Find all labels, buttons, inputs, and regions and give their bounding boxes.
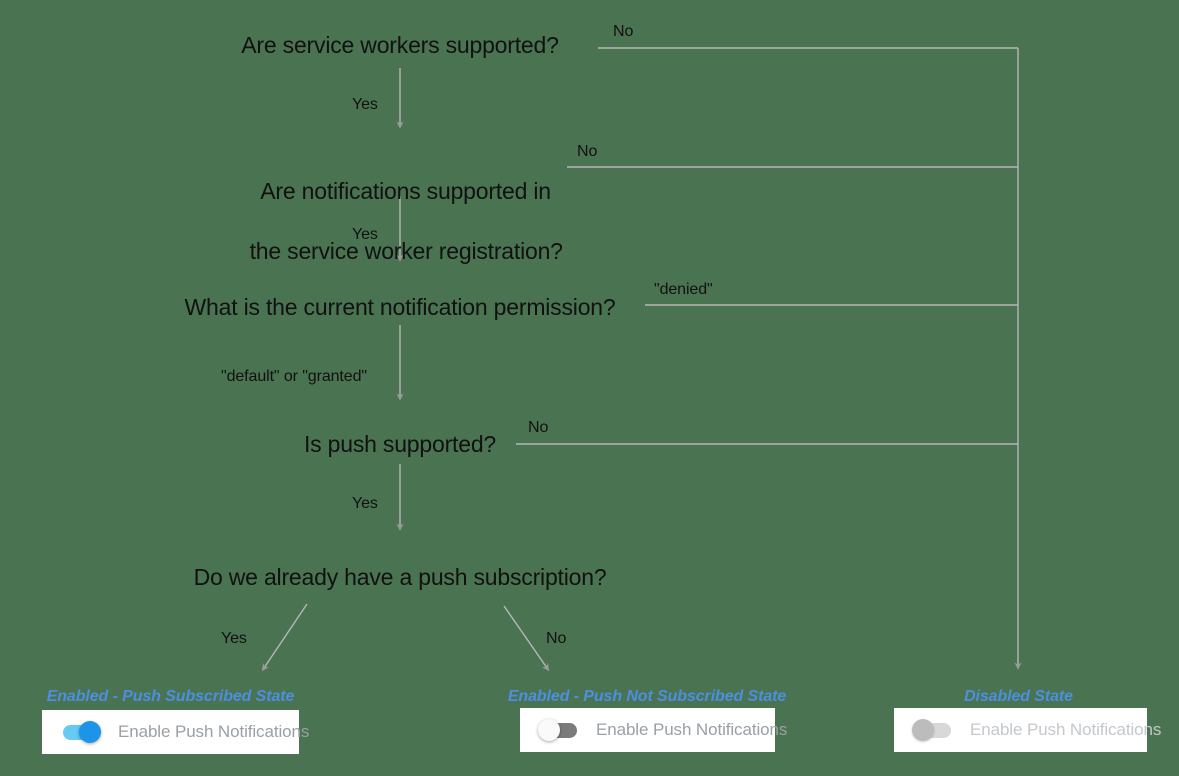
push-toggle-label-subscribed: Enable Push Notifications [118, 722, 310, 741]
decision-notifications-supported-line1: Are notifications supported in [260, 178, 551, 204]
edge-label-n3-denied: "denied" [654, 281, 713, 298]
push-toggle-label-disabled: Enable Push Notifications [970, 720, 1162, 739]
edge-label-n4-yes: Yes [352, 495, 378, 512]
toggle-knob-icon [912, 719, 934, 741]
push-toggle-switch-disabled [912, 719, 954, 741]
toggle-card-enabled-push-not-subscribed[interactable]: Enable Push Notifications [520, 708, 787, 752]
edge-label-n1-yes: Yes [352, 96, 378, 113]
edge-label-n3-default-granted: "default" or "granted" [221, 368, 367, 385]
decision-notifications-supported: Are notifications supported in the servi… [0, 146, 800, 266]
decision-push-supported: Is push supported? [303, 431, 497, 457]
edge-label-n5-no: No [546, 630, 567, 647]
push-toggle-label-not-subscribed: Enable Push Notifications [596, 720, 788, 739]
state-label-disabled: Disabled State [964, 688, 1073, 705]
decision-service-workers-supported: Are service workers supported? [241, 32, 559, 58]
decision-notifications-supported-line2: the service worker registration? [249, 238, 563, 264]
toggle-card-enabled-push-subscribed[interactable]: Enable Push Notifications [42, 710, 309, 754]
push-toggle-switch-not-subscribed[interactable] [538, 719, 580, 741]
state-label-enabled-push-not-subscribed: Enabled - Push Not Subscribed State [507, 688, 787, 705]
toggle-knob-icon [538, 719, 560, 741]
toggle-card-disabled: Enable Push Notifications [894, 708, 1161, 752]
edge-label-n2-no: No [577, 143, 598, 160]
edge-n5-yes [261, 603, 308, 672]
decision-notification-permission: What is the current notification permiss… [184, 294, 616, 320]
edge-label-n4-no: No [528, 419, 549, 436]
toggle-knob-icon [79, 721, 101, 743]
edge-n5-no [503, 605, 550, 672]
state-label-enabled-push-subscribed: Enabled - Push Subscribed State [46, 688, 295, 705]
edge-label-n5-yes: Yes [221, 630, 247, 647]
edge-label-n2-yes: Yes [352, 226, 378, 243]
edge-label-n1-no: No [613, 23, 634, 40]
decision-have-push-subscription: Do we already have a push subscription? [193, 564, 607, 590]
push-toggle-switch-subscribed[interactable] [60, 721, 102, 743]
